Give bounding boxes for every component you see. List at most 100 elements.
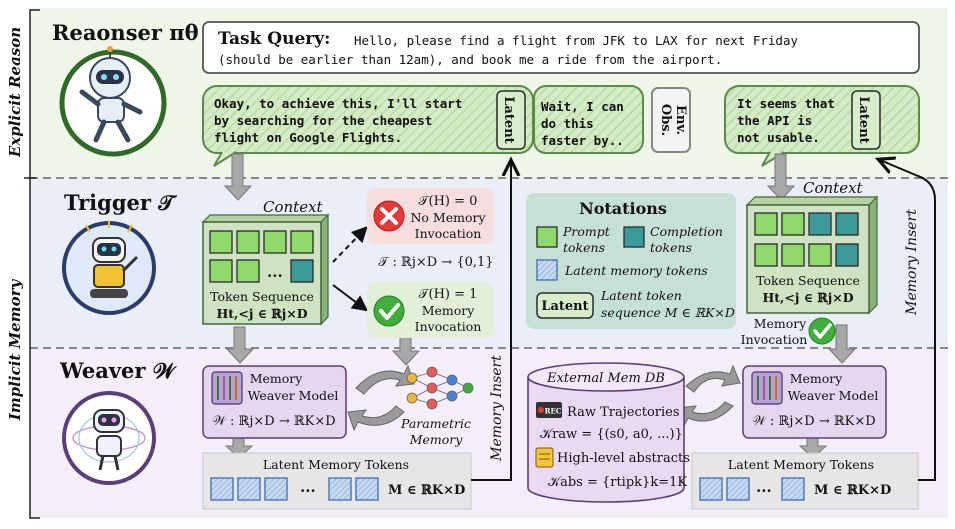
prompt-token-legend xyxy=(536,226,558,248)
latent-seq-legend-1: Latent token xyxy=(600,288,682,303)
bubble-1-line2: by searching for the cheapest xyxy=(214,113,432,128)
latent-memory-left-title: Latent Memory Tokens xyxy=(263,457,409,472)
yes-text-2: Invocation xyxy=(415,319,482,334)
cross-icon xyxy=(373,200,405,232)
prompt-token xyxy=(808,243,832,267)
prompt-token xyxy=(209,259,233,283)
record-icon: REC xyxy=(536,402,562,418)
completion-token xyxy=(835,212,859,236)
trigger-robot-icon xyxy=(62,220,156,315)
completion-token xyxy=(290,259,314,283)
weaver-right-name-1: Memory xyxy=(790,371,844,386)
yes-text-1: Memory xyxy=(422,303,476,318)
latent-token xyxy=(264,477,288,501)
trigger-map: 𝒯 : ℝj×D → {0,1} xyxy=(378,255,493,270)
weaver-left-name-2: Weaver Model xyxy=(248,388,339,403)
notations-title: Notations xyxy=(579,199,667,218)
flow-arrow-down xyxy=(223,153,253,201)
latent-token xyxy=(355,477,379,501)
latent-token xyxy=(210,477,234,501)
memory-insert-arrow-right xyxy=(880,160,936,481)
latent-tokens-legend: Latent memory tokens xyxy=(564,263,708,278)
weaver-model-right: Memory Weaver Model 𝒲 : ℝj×D → ℝK×D xyxy=(742,365,887,439)
left-bracket xyxy=(29,9,40,519)
prompt-token xyxy=(781,212,805,236)
bubble-3-line2: the API is xyxy=(737,113,812,128)
no-text-1: No Memory xyxy=(410,210,486,225)
prompt-token xyxy=(754,243,778,267)
prompt-legend-1: Prompt xyxy=(562,224,611,239)
weaver-right-name-2: Weaver Model xyxy=(788,388,879,403)
bubble-1-line1: Okay, to achieve this, I'll start xyxy=(214,96,462,111)
latent-seq-legend-2: sequence M ∈ ℝK×D xyxy=(601,305,735,320)
bubble-2-line2: do this xyxy=(541,116,594,131)
context-left-tokens: ... xyxy=(209,230,314,283)
memory-insert-arrow-left xyxy=(471,162,511,481)
check-icon xyxy=(808,317,836,345)
latent-tag-1: Latent xyxy=(501,96,516,143)
prompt-legend-2: tokens xyxy=(563,240,605,255)
external-mem-db: External Mem DB REC Raw Trajectories 𝒦ra… xyxy=(527,362,690,503)
context-right-seq-formula: Ht,<j ∈ ℝj×D xyxy=(762,290,853,305)
yes-formula: 𝒯(H) = 1 xyxy=(419,287,478,302)
context-right-seq-label: Token Sequence xyxy=(756,273,860,288)
weaver-robot-icon xyxy=(62,391,156,485)
task-query-label: Task Query: xyxy=(218,29,330,49)
trigger-title: Trigger 𝒯 xyxy=(64,190,177,215)
high-level-abstracts: High-level abstracts xyxy=(557,451,690,466)
context-left: Context ... Token Sequence Ht,<j ∈ ℝj×D xyxy=(201,198,330,326)
parametric-memory-1: Parametric xyxy=(400,416,471,431)
latent-memory-left-formula: M ∈ ℝK×D xyxy=(388,483,465,498)
right-invocation-2: Invocation xyxy=(741,332,808,347)
flow-arrow-down xyxy=(224,437,254,459)
env-obs-line2: Obs. xyxy=(658,104,673,136)
right-invocation-1: Memory xyxy=(754,316,808,331)
reasoner-title: Reaonser πθ xyxy=(52,20,199,45)
bubble-3-line1: It seems that xyxy=(737,96,835,111)
implicit-memory-label: Implicit Memory xyxy=(6,279,24,422)
flow-arrow-down xyxy=(766,153,796,201)
latent-token xyxy=(237,477,261,501)
prompt-token xyxy=(209,230,233,254)
completion-legend-2: tokens xyxy=(650,240,692,255)
latent-tag-2: Latent xyxy=(856,96,871,143)
parametric-memory-2: Memory xyxy=(409,432,464,447)
latent-token xyxy=(328,477,352,501)
bubble-1-line3: flight on Google Flights. xyxy=(214,130,402,145)
latent-dots: ··· xyxy=(300,482,316,500)
weaver-layers-icon xyxy=(211,371,243,405)
memory-insert-label-right: Memory Insert xyxy=(904,209,920,316)
prompt-token xyxy=(781,243,805,267)
latent-memory-right-formula: M ∈ ℝK×D xyxy=(814,483,891,498)
completion-token xyxy=(835,243,859,267)
cycle-arrows-right xyxy=(677,364,741,428)
explicit-reason-label: Explicit Reason xyxy=(6,27,24,158)
rec-label: REC xyxy=(545,407,562,416)
weaver-model-left: Memory Weaver Model 𝒲 : ℝj×D → ℝK×D xyxy=(202,365,347,439)
latent-memory-right-title: Latent Memory Tokens xyxy=(728,457,874,472)
context-right: Context Token Sequence Ht,<j ∈ ℝj×D xyxy=(745,179,879,315)
latent-seq-legend-box-label: Latent xyxy=(541,299,588,314)
memory-invocation-box: 𝒯(H) = 1 Memory Invocation xyxy=(367,282,493,338)
check-icon xyxy=(373,295,405,327)
yes-arrow xyxy=(332,284,369,312)
weaver-right-map: 𝒲 : ℝj×D → ℝK×D xyxy=(752,414,875,429)
context-left-seq-formula: Ht,<j ∈ ℝj×D xyxy=(216,306,307,321)
notes-icon xyxy=(535,447,554,468)
raw-trajectories: Raw Trajectories xyxy=(567,405,680,420)
bubble-3-line3: not usable. xyxy=(737,130,820,145)
no-invocation-box: 𝒯(H) = 0 No Memory Invocation xyxy=(367,188,493,244)
prompt-token xyxy=(754,212,778,236)
env-obs-box: Env. Obs. xyxy=(651,87,691,153)
no-formula: 𝒯(H) = 0 xyxy=(419,194,478,209)
context-left-seq-label: Token Sequence xyxy=(210,289,314,304)
prompt-token xyxy=(236,230,260,254)
neural-network-icon xyxy=(406,366,474,410)
flow-arrow-down xyxy=(798,437,828,459)
latent-memory-bar-left: Latent Memory Tokens ··· M ∈ ℝK×D xyxy=(202,452,472,510)
token-ellipsis: ... xyxy=(267,263,283,281)
latent-token-legend xyxy=(536,259,558,281)
latent-seq-legend-box xyxy=(536,292,594,319)
no-text-2: Invocation xyxy=(415,226,482,241)
